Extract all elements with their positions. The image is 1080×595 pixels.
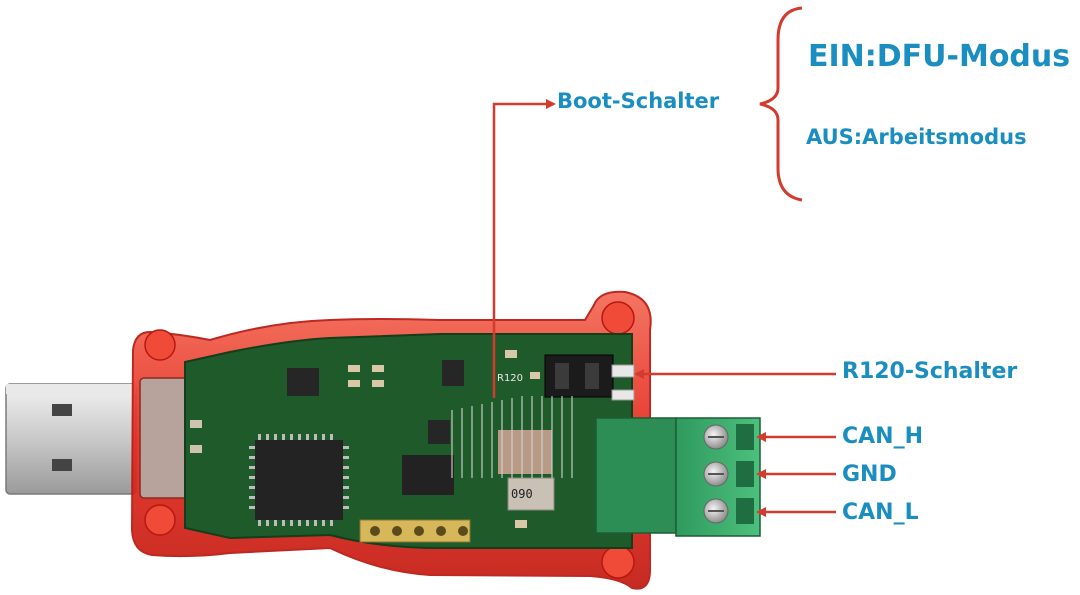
leader-lines: [492, 6, 836, 514]
label-can-h: CAN_H: [842, 424, 923, 449]
arrow-icon: [546, 99, 556, 109]
case-boss: [601, 301, 635, 335]
boot-switch-leader: [492, 102, 548, 398]
label-can-l: CAN_L: [842, 500, 919, 525]
case-boss: [144, 329, 176, 361]
arrow-icon: [634, 369, 644, 379]
pcb-components: [190, 350, 635, 543]
arrow-icon: [756, 432, 766, 442]
label-boot-switch: Boot-Schalter: [557, 89, 720, 113]
case-boss: [144, 504, 176, 536]
label-dfu-mode: EIN:DFU-Modus: [808, 39, 1071, 74]
arrow-icon: [756, 507, 766, 517]
screw-terminal: [595, 417, 761, 537]
label-gnd: GND: [842, 462, 897, 487]
label-r120-switch: R120-Schalter: [842, 359, 1018, 384]
arrowheads: [546, 99, 766, 517]
component-marking: 090: [511, 487, 533, 501]
plug-housing: [139, 377, 189, 499]
mode-brace: [759, 6, 803, 202]
usb-plug: [5, 383, 137, 495]
label-work-mode: AUS:Arbeitsmodus: [806, 125, 1027, 149]
pcb-marking-r120: R120: [497, 373, 523, 384]
case-boss: [601, 545, 635, 579]
arrow-icon: [756, 469, 766, 479]
